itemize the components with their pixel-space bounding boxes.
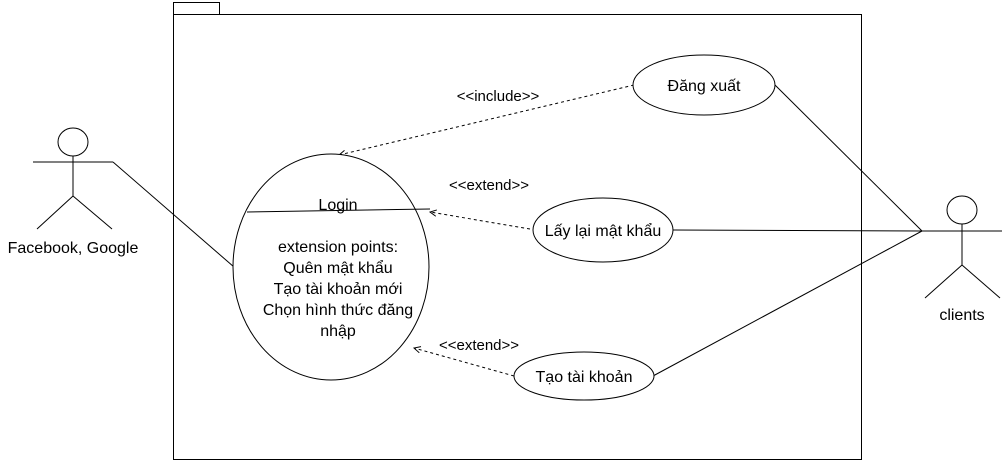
include-arrow [339,84,635,155]
actor-right-leg [72,195,113,230]
package-tab [173,2,220,15]
use-case-create-account-label: Tạo tài khoản [536,369,633,386]
extension-point: Tạo tài khoản mới [274,281,403,298]
include-label: <<include>> [457,88,540,105]
association-left-actor-login [112,161,235,268]
actor-clients[interactable]: clients [922,195,1002,324]
extend-arrow-create [414,348,515,377]
use-case-logout[interactable]: Đăng xuất [632,54,776,116]
actor-right-leg [961,264,1001,299]
actor-label-clients: clients [939,307,984,324]
association-create-clients [652,230,923,377]
use-case-login-title: Login [318,197,357,214]
use-case-create-account-ellipse [513,351,655,401]
association-recover-clients [672,229,923,232]
actor-label-facebook-google: Facebook, Google [8,240,139,257]
use-case-recover-password-label: Lấy lại mật khẩu [545,222,662,240]
extension-points-heading: extension points: [278,239,398,256]
use-case-login[interactable]: Login extension points: Quên mật khẩu Tạ… [232,153,431,381]
extend-label-create: <<extend>> [439,337,519,354]
actor-head [57,127,89,157]
use-case-logout-label: Đăng xuất [668,78,741,95]
extension-point: Chọn hình thức đăng [263,302,413,319]
actor-head [946,195,978,225]
actor-facebook-google[interactable]: Facebook, Google [8,127,139,257]
use-case-recover-password[interactable]: Lấy lại mật khẩu [532,197,674,263]
use-case-logout-ellipse [632,54,776,116]
association-logout-clients [774,84,923,232]
extension-point: nhập [320,323,356,340]
actor-left-leg [924,264,963,299]
use-case-login-divider [246,208,431,213]
extension-point: Quên mật khẩu [283,259,392,277]
use-case-create-account[interactable]: Tạo tài khoản [513,351,655,401]
use-case-recover-password-ellipse [532,197,674,263]
extend-label-recover: <<extend>> [449,177,529,194]
extend-arrow-recover [430,212,531,230]
use-case-login-ellipse [232,153,430,381]
actor-left-leg [36,195,74,230]
